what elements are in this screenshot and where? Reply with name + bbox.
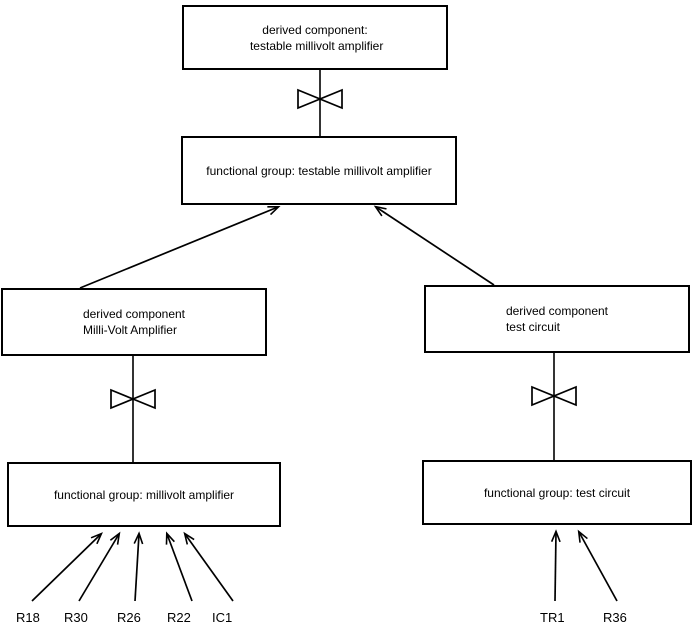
node-fg-test-circuit[interactable]: functional group: test circuit bbox=[422, 460, 692, 525]
node-derived-testable-millivolt-amplifier[interactable]: derived component: testable millivolt am… bbox=[182, 5, 448, 70]
leaf-label-r18[interactable]: R18 bbox=[16, 610, 40, 625]
refinement-connector-top bbox=[297, 70, 343, 136]
node-label: derived component test circuit bbox=[505, 304, 609, 334]
refinement-connector-right bbox=[531, 353, 577, 460]
leaf-label-r22[interactable]: R22 bbox=[167, 610, 191, 625]
leaf-arrow-r26 bbox=[133, 531, 144, 602]
node-label: derived component Milli-Volt Amplifier bbox=[82, 307, 186, 337]
aggregation-arrow-milli-volt-amplifier bbox=[79, 205, 281, 289]
node-fg-testable-millivolt-amplifier[interactable]: functional group: testable millivolt amp… bbox=[181, 136, 457, 205]
leaf-arrow-tr1 bbox=[550, 529, 561, 602]
node-label: derived component: testable millivolt am… bbox=[249, 22, 384, 53]
node-fg-millivolt-amplifier[interactable]: functional group: millivolt amplifier bbox=[7, 462, 281, 527]
leaf-label-ic1[interactable]: IC1 bbox=[212, 610, 233, 625]
leaf-label-r36[interactable]: R36 bbox=[603, 610, 627, 625]
leaf-arrow-r30 bbox=[78, 531, 121, 602]
leaf-arrow-r18 bbox=[31, 532, 103, 602]
leaf-arrow-r36 bbox=[577, 529, 618, 602]
aggregation-arrow-test-circuit bbox=[373, 205, 495, 286]
node-label: functional group: testable millivolt amp… bbox=[206, 163, 432, 178]
node-label: functional group: millivolt amplifier bbox=[53, 487, 235, 502]
leaf-label-r26[interactable]: R26 bbox=[117, 610, 141, 625]
node-derived-test-circuit[interactable]: derived component test circuit bbox=[424, 285, 690, 353]
node-label: functional group: test circuit bbox=[483, 485, 631, 500]
refinement-connector-left bbox=[110, 356, 156, 462]
leaf-label-tr1[interactable]: TR1 bbox=[540, 610, 565, 625]
node-derived-milli-volt-amplifier[interactable]: derived component Milli-Volt Amplifier bbox=[1, 288, 267, 356]
leaf-arrow-ic1 bbox=[183, 531, 234, 602]
leaf-arrow-r22 bbox=[165, 531, 193, 602]
leaf-label-r30[interactable]: R30 bbox=[64, 610, 88, 625]
